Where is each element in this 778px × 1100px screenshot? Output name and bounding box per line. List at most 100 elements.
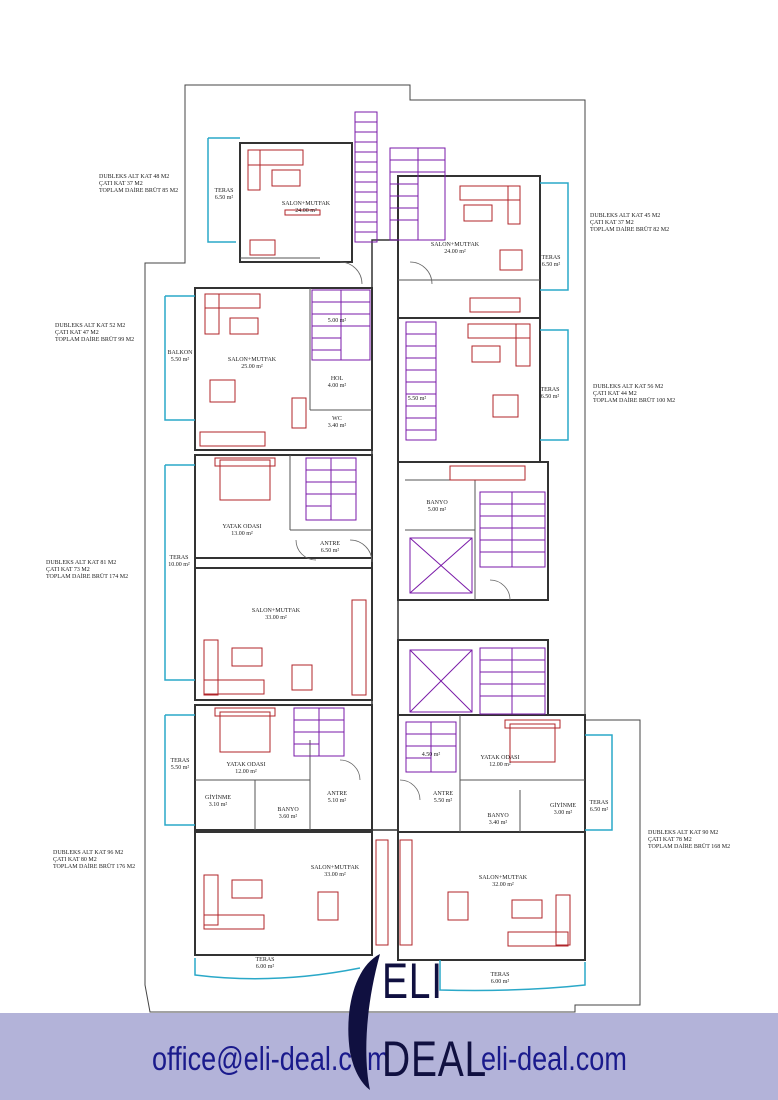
room-area: 5.50 m² [433,798,453,804]
room-label: 5.00 m² [328,318,346,325]
room-area: 4.50 m² [421,752,441,758]
room-name: BANYO [277,807,299,813]
note-line: TOPLAM DAİRE BRÜT 100 M2 [593,398,676,404]
note-line: DUBLEKS ALT KAT 48 M2 [99,174,170,180]
room-name: YATAK ODASI [480,755,520,761]
room-name: TERAS [540,387,560,393]
room-name: WC [332,416,342,422]
room-area: 6.00 m² [255,964,275,970]
room-name: SALON+MUTFAK [281,201,331,207]
doors [295,261,511,801]
room-name: YATAK ODASI [222,524,262,530]
note-line: DUBLEKS ALT KAT 52 M2 [55,323,126,329]
note-line: ÇATI KAT 47 M2 [55,330,99,336]
room-area: 3.40 m² [327,423,347,429]
room-name: YATAK ODASI [226,762,266,768]
site-boundary [144,84,641,1013]
note-line: TOPLAM DAİRE BRÜT 99 M2 [55,337,135,343]
note-line: TOPLAM DAİRE BRÜT 168 M2 [648,844,731,850]
room-name: BANYO [426,500,448,506]
room-area: 5.50 m² [170,357,190,363]
room-name: SALON+MUTFAK [430,242,480,248]
room-label: 4.50 m² [422,752,440,759]
room-area: 6.50 m² [589,807,609,813]
room-name: ANTRE [433,791,453,797]
room-area: 3.60 m² [278,814,298,820]
room-area: 32.00 m² [492,882,514,888]
note-line: ÇATI KAT 73 M2 [46,567,90,573]
terraces [164,137,613,992]
note-line: ÇATI KAT 44 M2 [593,391,637,397]
partitions [195,257,585,832]
room-area: 33.00 m² [265,615,287,621]
room-area: 5.10 m² [327,798,347,804]
room-name: TERAS [255,957,275,963]
room-name: TERAS [169,555,189,561]
room-area: 3.40 m² [488,820,508,826]
stairs [293,111,546,773]
note-line: DUBLEKS ALT KAT 56 M2 [593,384,664,390]
room-area: 12.00 m² [235,769,257,775]
note-line: ÇATI KAT 37 M2 [590,220,634,226]
room-area: 6.50 m² [214,195,234,201]
elevators [409,537,473,713]
footer-banner [0,1013,778,1100]
room-area: 12.00 m² [489,762,511,768]
room-name: ANTRE [327,791,347,797]
room-area: 6.00 m² [490,979,510,985]
room-area: 24.00 m² [295,208,317,214]
room-area: 10.00 m² [168,562,190,568]
logo-text-eli: ELI [382,953,443,1009]
room-area: 5.00 m² [327,318,347,324]
note-line: TOPLAM DAİRE BRÜT 174 M2 [46,574,129,580]
room-area: 3.00 m² [553,810,573,816]
room-area: 5.00 m² [427,507,447,513]
room-area: 33.00 m² [324,872,346,878]
footer-website[interactable]: eli-deal.com [481,1040,627,1077]
room-name: TERAS [490,972,510,978]
room-name: SALON+MUTFAK [251,608,301,614]
room-name: BALKON [167,350,193,356]
note-line: DUBLEKS ALT KAT 96 M2 [53,850,124,856]
room-name: TERAS [170,758,190,764]
logo-text-deal: DEAL [382,1031,488,1087]
note-line: TOPLAM DAİRE BRÜT 85 M2 [99,188,179,194]
furniture [199,149,571,947]
room-area: 13.00 m² [231,531,253,537]
room-name: TERAS [214,188,234,194]
room-name: SALON+MUTFAK [227,357,277,363]
note-line: TOPLAM DAİRE BRÜT 82 M2 [590,227,670,233]
room-area: 6.50 m² [320,548,340,554]
room-area: 6.50 m² [541,262,561,268]
logo: ELI DEAL [342,952,486,1092]
room-name: TERAS [589,800,609,806]
room-name: BANYO [487,813,509,819]
note-line: ÇATI KAT 80 M2 [53,857,97,863]
room-name: SALON+MUTFAK [478,875,528,881]
room-area: 6.50 m² [540,394,560,400]
room-area: 5.50 m² [407,396,427,402]
